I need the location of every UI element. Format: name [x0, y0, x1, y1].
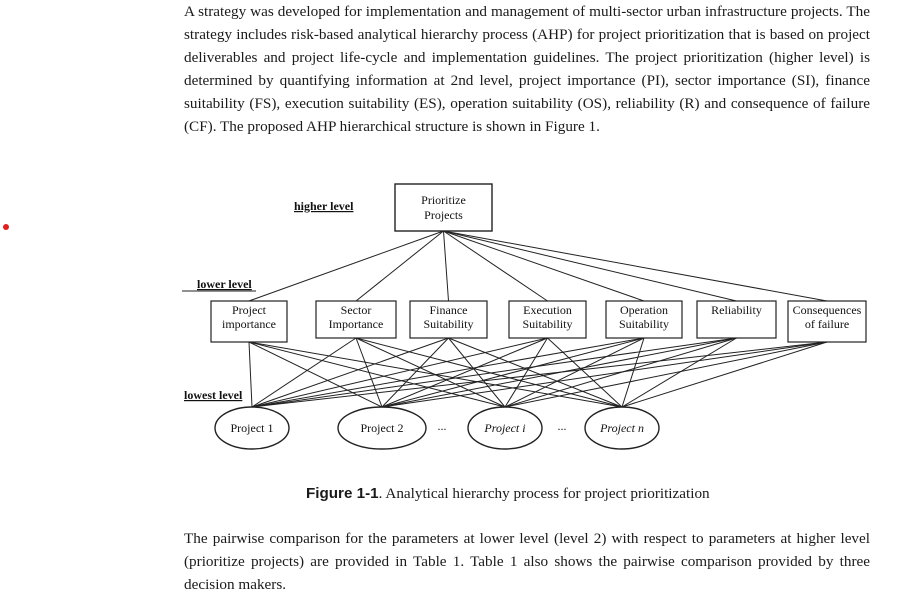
ellipsis-1: ...: [438, 419, 447, 433]
body-paragraph: The pairwise comparison for the paramete…: [184, 530, 870, 593]
criterion-label: Importance: [329, 317, 384, 331]
ahp-hierarchy-diagram: higher level lower level lowest level Pr…: [182, 183, 867, 450]
criterion-alternative-connector: [504, 337, 548, 408]
alternative-label: Project n: [599, 421, 644, 435]
criterion-alternative-connector: [248, 341, 253, 408]
criterion-alternative-connector: [504, 337, 645, 408]
criterion-alternative-connector: [251, 341, 828, 408]
level-label-lower: lower level: [197, 277, 252, 291]
goal-box: [394, 183, 493, 232]
criterion-alternative-connector: [547, 337, 623, 408]
criterion-alternative-connector: [248, 341, 506, 408]
criterion-label: of failure: [805, 317, 849, 331]
alternative-project-2: Project 2: [337, 406, 427, 450]
criterion-alternative-connector: [251, 337, 449, 408]
intro-paragraph: A strategy was developed for implementat…: [184, 3, 870, 135]
goal-criterion-connector: [443, 230, 828, 302]
criterion-label: Suitability: [522, 317, 572, 331]
goal-criterion-connector: [443, 230, 737, 302]
criterion-label: Reliability: [711, 303, 762, 317]
criterion-alternative-connector: [621, 337, 737, 408]
criterion-sector-importance: Sector Importance: [315, 300, 397, 339]
criterion-alternative-connector: [381, 337, 449, 408]
criterion-label: Execution: [523, 303, 572, 317]
criterion-alternative-connector: [355, 337, 623, 408]
alternative-project-i: Project i: [467, 406, 543, 450]
alternative-project-n: Project n: [584, 406, 660, 450]
criterion-project-importance: Project importance: [210, 300, 288, 343]
criterion-label: Project: [232, 303, 267, 317]
criterion-alternative-connector: [504, 341, 828, 408]
ellipsis-2: ...: [558, 419, 567, 433]
red-dot-marker: [3, 224, 9, 230]
figure-caption-text: . Analytical hierarchy process for proje…: [378, 485, 710, 502]
criterion-label: Operation: [620, 303, 668, 317]
figure-caption: Figure 1-1. Analytical hierarchy process…: [306, 485, 710, 503]
criterion-finance-suitability: Finance Suitability: [409, 300, 488, 339]
criterion-alternative-connector: [448, 337, 623, 408]
criterion-alternative-connector: [251, 337, 737, 408]
connector-lines: [248, 230, 828, 408]
criterion-label: Suitability: [423, 317, 473, 331]
criterion-alternative-connector: [248, 341, 383, 408]
criterion-alternative-connector: [355, 337, 506, 408]
figure-caption-label: Figure 1-1: [306, 485, 379, 502]
criterion-execution-suitability: Execution Suitability: [508, 300, 587, 339]
criterion-label: importance: [222, 317, 276, 331]
alternative-label: Project 2: [361, 421, 404, 435]
alternative-project-1: Project 1: [214, 406, 290, 450]
level-label-lowest: lowest level: [184, 388, 243, 402]
goal-criterion-connector: [355, 230, 444, 302]
goal-criterion-connector: [443, 230, 645, 302]
criterion-alternative-connector: [621, 337, 645, 408]
criterion-alternative-connector: [251, 337, 357, 408]
criterion-consequences-of-failure: Consequences of failure: [787, 300, 867, 343]
criterion-alternative-connector: [381, 337, 645, 408]
criterion-alternative-connector: [355, 337, 383, 408]
criterion-alternative-connector: [448, 337, 506, 408]
criterion-alternative-connector: [251, 337, 645, 408]
alternative-label: Project i: [483, 421, 525, 435]
goal-label-line1: Prioritize: [421, 193, 466, 207]
criterion-label: Suitability: [619, 317, 669, 331]
criterion-alternative-connector: [381, 337, 548, 408]
alternative-label: Project 1: [231, 421, 274, 435]
goal-label-line2: Projects: [424, 208, 463, 222]
criterion-alternative-connector: [251, 337, 548, 408]
goal-criterion-connector: [248, 230, 444, 302]
goal-criterion-connector: [443, 230, 449, 302]
goal-criterion-connector: [443, 230, 548, 302]
criterion-operation-suitability: Operation Suitability: [605, 300, 683, 339]
level-label-higher: higher level: [294, 199, 354, 213]
criterion-alternative-connector: [381, 341, 828, 408]
criterion-alternative-connector: [621, 341, 828, 408]
criterion-label: Consequences: [793, 303, 862, 317]
criterion-label: Sector: [341, 303, 372, 317]
criterion-label: Finance: [430, 303, 468, 317]
criterion-reliability: Reliability: [696, 300, 777, 339]
